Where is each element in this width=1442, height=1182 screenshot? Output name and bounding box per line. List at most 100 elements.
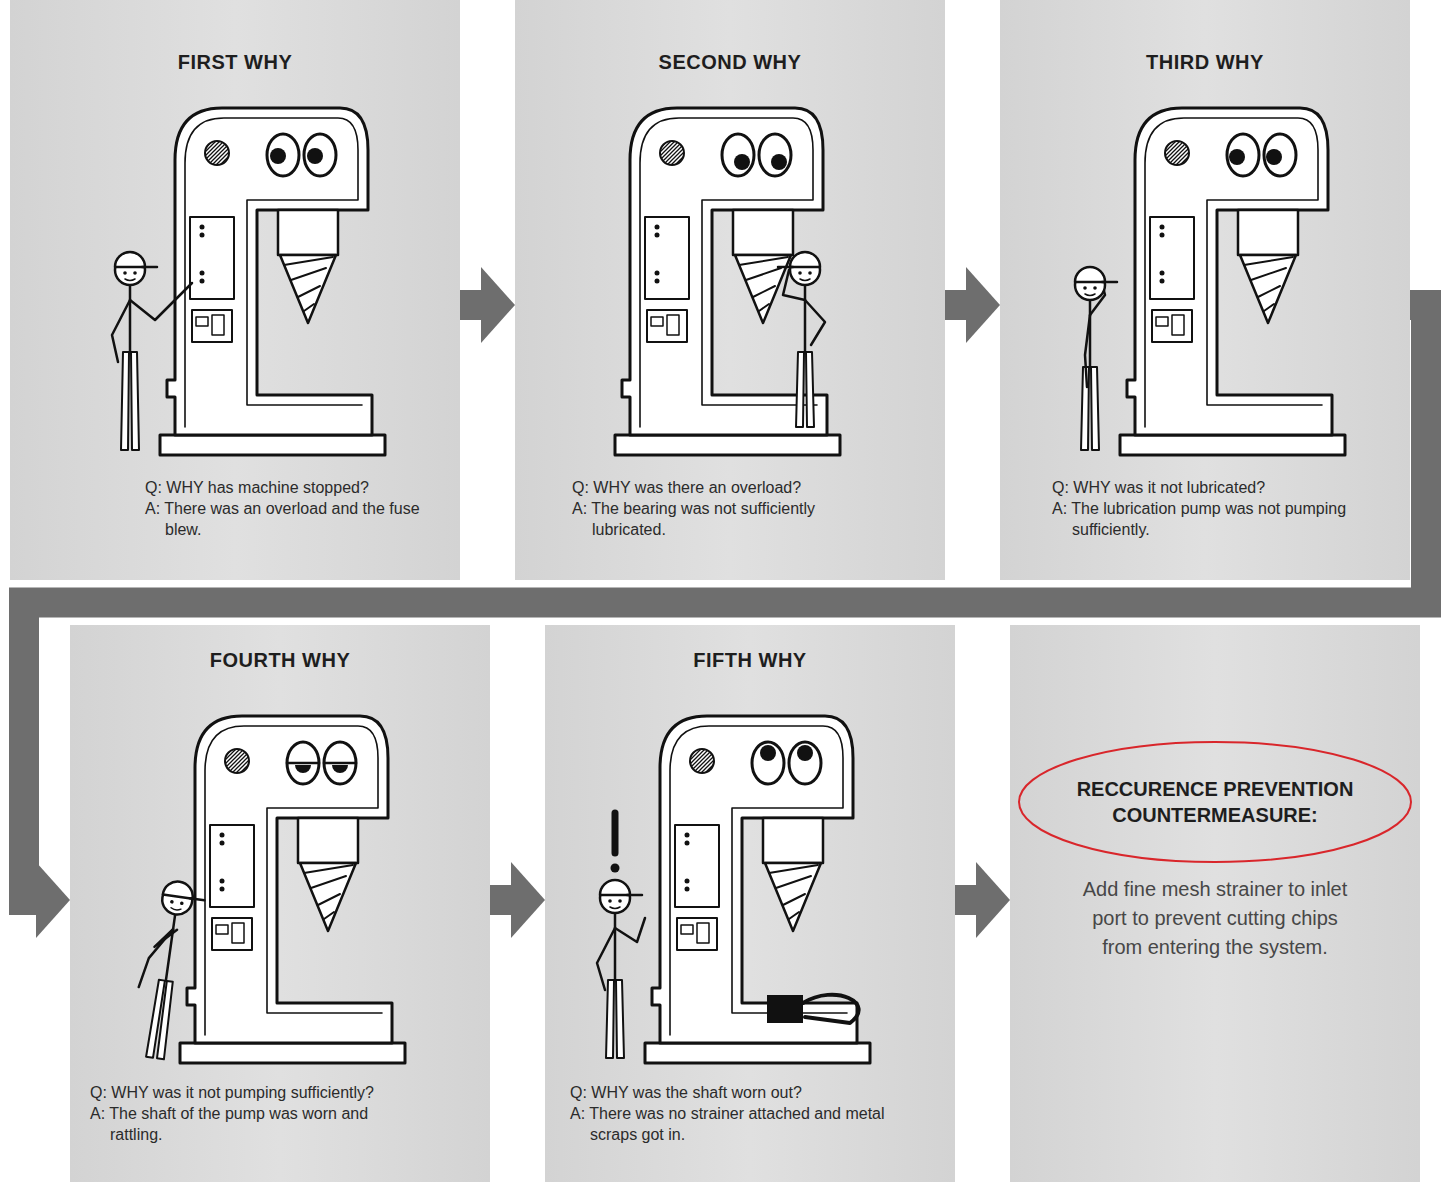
machine-eye xyxy=(789,742,821,784)
person-eye xyxy=(170,900,174,904)
machine-base xyxy=(160,435,385,455)
machine-eye xyxy=(267,134,299,176)
person-eye xyxy=(133,271,137,275)
switch xyxy=(1156,317,1168,326)
stick-person xyxy=(1075,267,1117,450)
eye-pupil xyxy=(760,745,776,761)
text-holder: Q: WHY was it not pumping sufficiently?A… xyxy=(90,1083,420,1145)
person-mouth xyxy=(1085,294,1095,296)
switch-box xyxy=(1152,310,1192,342)
person-torso xyxy=(129,285,132,352)
cap-brim xyxy=(1102,281,1117,284)
person-leg xyxy=(156,981,175,1059)
person-torso xyxy=(166,914,175,980)
person-arm xyxy=(139,926,173,991)
text-holder: Add fine mesh strainer to inlet port to … xyxy=(1080,875,1350,962)
why-panel: FIFTH WHY Q: WHY was the shaft worn out?A… xyxy=(545,625,955,1182)
eye-pupil xyxy=(734,154,750,170)
pump-hose xyxy=(803,995,859,1023)
panel-heading: FIFTH WHY xyxy=(545,648,955,672)
panel-button xyxy=(220,833,225,838)
exclamation-stroke xyxy=(612,813,619,853)
machine-base xyxy=(180,1043,405,1063)
stick-person xyxy=(597,880,645,1058)
text-holder: Q: WHY was the shaft worn out?A: There w… xyxy=(570,1083,900,1145)
person-leg xyxy=(806,352,814,427)
person-arm xyxy=(805,300,825,345)
machine-inner-line xyxy=(1145,118,1322,427)
machine-eye xyxy=(324,742,356,784)
panel-button xyxy=(200,279,205,284)
drill-flute xyxy=(284,257,333,311)
spindle-housing xyxy=(278,210,338,255)
drill-flute xyxy=(1244,257,1293,311)
why-panel: SECOND WHYQ: WHY was there an overload?A… xyxy=(515,0,945,580)
control-panel xyxy=(1150,217,1194,299)
switch xyxy=(651,317,663,326)
question-answer-text: A: The bearing was not sufficiently lubr… xyxy=(572,499,872,541)
spindle-housing xyxy=(1238,210,1298,255)
drill-machine xyxy=(112,108,385,455)
person-mouth xyxy=(171,908,181,911)
panel-button xyxy=(685,833,690,838)
person-eye xyxy=(808,271,812,275)
person-eye xyxy=(618,899,622,903)
person-cap xyxy=(600,880,630,895)
drill-bit xyxy=(765,863,821,931)
question-answer-text: Q: WHY was the shaft worn out? xyxy=(570,1083,900,1104)
control-panel xyxy=(190,217,234,299)
stick-person xyxy=(129,878,206,1062)
switch xyxy=(697,923,709,943)
panel-button xyxy=(220,841,225,846)
machine-eye xyxy=(1264,134,1296,176)
question-answer-text: A: The shaft of the pump was worn and ra… xyxy=(90,1104,420,1146)
panel-button xyxy=(655,233,660,238)
switch-box xyxy=(647,310,687,342)
question-answer-text: Q: WHY has machine stopped? xyxy=(145,478,445,499)
machine-base xyxy=(1120,435,1345,455)
panel-button xyxy=(200,233,205,238)
text-holder: RECCURENCE PREVENTION COUNTERMEASURE: xyxy=(1017,740,1413,864)
cap-brim xyxy=(190,898,205,900)
question-answer-text: Q: WHY was there an overload? xyxy=(572,478,872,499)
person-eye xyxy=(180,901,184,905)
person-torso xyxy=(1089,300,1092,367)
speaker-grille xyxy=(225,749,249,773)
eye-pupil xyxy=(1266,149,1282,165)
drill-machine xyxy=(615,108,840,455)
why-panel: THIRD WHYQ: WHY was it not lubricated?A:… xyxy=(1000,0,1410,580)
machine-inner-line xyxy=(670,726,847,1035)
machine-eye xyxy=(759,134,791,176)
switch xyxy=(667,315,679,335)
panel-heading: FOURTH WHY xyxy=(70,648,490,672)
control-panel xyxy=(675,825,719,907)
switch xyxy=(212,315,224,335)
person-cap xyxy=(1075,267,1105,282)
drill-bit xyxy=(1240,255,1296,323)
machine-eye xyxy=(752,742,784,784)
heading-holder: THIRD WHY xyxy=(1000,50,1410,74)
panel-heading: FIRST WHY xyxy=(10,50,460,74)
panel-button xyxy=(655,271,660,276)
ellipse-heading: RECCURENCE PREVENTION COUNTERMEASURE: xyxy=(1065,776,1365,828)
text-holder: Q: WHY was there an overload?A: The bear… xyxy=(572,478,872,540)
person-leg xyxy=(616,980,624,1058)
machine-body xyxy=(1127,108,1332,435)
machine-base xyxy=(645,1043,870,1063)
why-panel: Add fine mesh strainer to inlet port to … xyxy=(1010,625,1420,1182)
panel-button xyxy=(685,841,690,846)
person-eye xyxy=(798,271,802,275)
person-mouth xyxy=(125,279,135,281)
machine-body xyxy=(167,108,372,435)
ellipse-outline xyxy=(1017,740,1413,864)
question-answer-text: Q: WHY was it not lubricated? xyxy=(1052,478,1352,499)
panel-button xyxy=(200,271,205,276)
flow-arrow xyxy=(945,290,966,320)
drill-flute xyxy=(739,257,788,311)
switch xyxy=(232,923,244,943)
cap-brim xyxy=(778,266,793,269)
drill-bit xyxy=(735,255,791,323)
question-answer-text: Q: WHY was it not pumping sufficiently? xyxy=(90,1083,420,1104)
panel-illustration xyxy=(1010,625,1420,1182)
